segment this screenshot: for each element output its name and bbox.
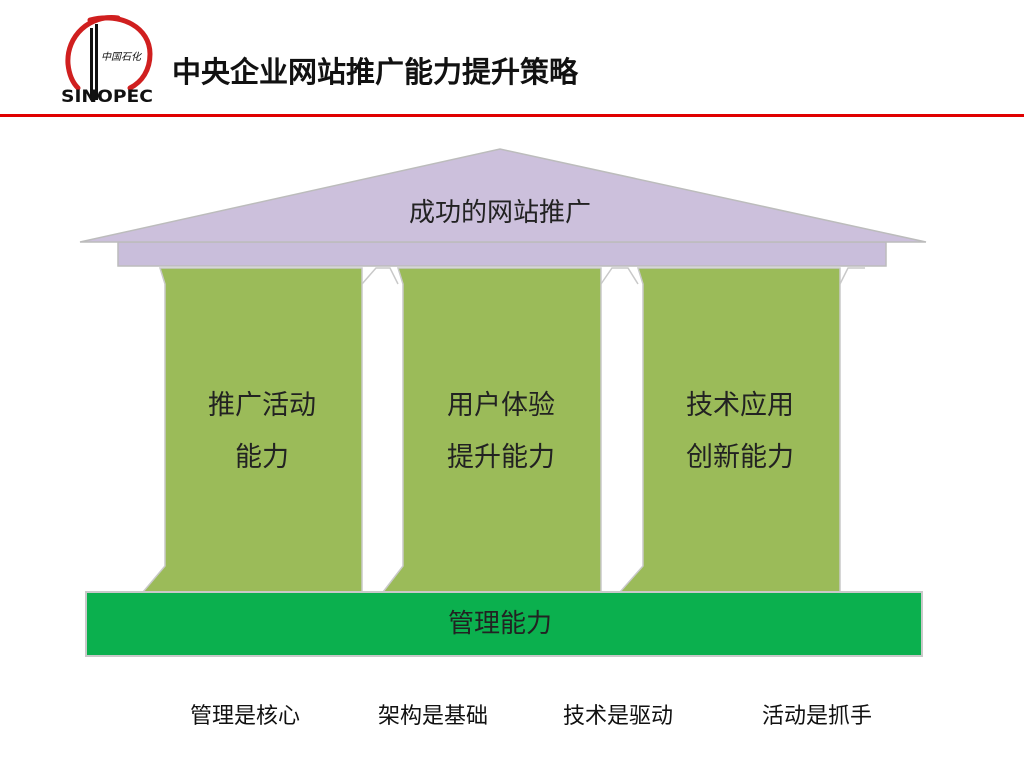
pillar-1 [141, 267, 363, 593]
footer-phrase-4: 活动是抓手 [762, 704, 873, 729]
pillar-2-line-1: 用户体验 [447, 390, 555, 421]
pillar-1-line-1: 推广活动 [208, 390, 316, 421]
pillar-3-shape [618, 267, 841, 593]
pillar-1-line-2: 能力 [235, 442, 289, 473]
base-slab [85, 591, 923, 657]
pillar-2 [381, 267, 602, 593]
pillar-2-line-2: 提升能力 [447, 442, 555, 473]
roof-band [117, 241, 887, 267]
pillar-3 [618, 267, 841, 593]
roof [79, 148, 927, 267]
logo-chinese-text: 中国石化 [101, 51, 143, 63]
page-title: 中央企业网站推广能力提升策略 [172, 55, 579, 89]
pillar-1-shape [141, 267, 363, 593]
sinopec-logo-icon: 中国石化 SINOPEC [61, 15, 153, 106]
pillar-3-line-2: 创新能力 [686, 442, 794, 473]
roof-label: 成功的网站推广 [409, 198, 591, 228]
footer-phrases: 管理是核心 架构是基础 技术是驱动 活动是抓手 [190, 698, 930, 734]
header-divider [0, 114, 1024, 117]
pillar-2-shape [381, 267, 602, 593]
logo-wordmark: SINOPEC [61, 87, 153, 106]
footer-phrase-2: 架构是基础 [378, 704, 489, 729]
base-label: 管理能力 [448, 609, 552, 639]
footer-phrase-1: 管理是核心 [190, 704, 301, 729]
pillar-3-line-1: 技术应用 [686, 390, 794, 421]
footer-phrase-3: 技术是驱动 [563, 704, 674, 729]
roof-triangle [79, 148, 927, 243]
slide-header: 中国石化 SINOPEC 中央企业网站推广能力提升策略 [0, 0, 1024, 120]
